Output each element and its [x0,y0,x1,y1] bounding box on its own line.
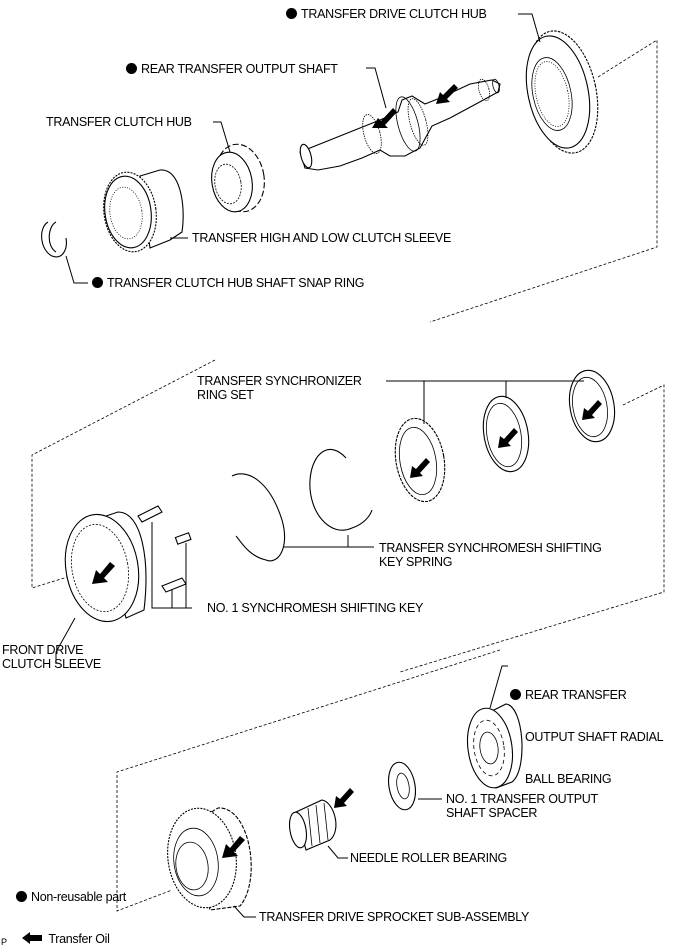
oil-arrow-icon [498,428,518,448]
transfer-clutch-hub-part [211,143,265,213]
label-transfer-clutch-hub: TRANSFER CLUTCH HUB [46,115,192,129]
label-transfer-high-low-clutch-sleeve: TRANSFER HIGH AND LOW CLUTCH SLEEVE [192,231,451,245]
label-no1-synchromesh-shifting-key: NO. 1 SYNCHROMESH SHIFTING KEY [207,601,424,615]
key-spring-2-part [309,448,373,531]
oil-arrow-icon [582,400,602,420]
guide-line-middle-right [399,384,665,673]
front-drive-clutch-sleeve-part [64,511,147,623]
transfer-high-low-clutch-sleeve-part [103,169,184,253]
shifting-key-part [137,505,163,523]
label-transfer-drive-clutch-hub: TRANSFER DRIVE CLUTCH HUB [286,7,487,21]
leader-lines [55,13,584,918]
drive-sprocket-part [167,807,252,911]
non-reusable-icon [510,689,521,700]
key-spring-1-part [231,473,286,562]
oil-arrow-icon [334,788,354,808]
shifting-key-part [174,532,192,545]
oil-arrow-icon [410,458,430,478]
oil-arrow-icon [222,836,245,858]
label-transfer-clutch-hub-shaft-snap-ring: TRANSFER CLUTCH HUB SHAFT SNAP RING [92,276,364,290]
synchronizer-ring-3-part [568,369,616,443]
guide-line-bottom [116,649,501,912]
output-shaft-spacer-part [387,761,417,811]
label-rear-transfer-output-shaft: REAR TRANSFER OUTPUT SHAFT [126,62,338,76]
rear-transfer-output-shaft-part [299,78,501,171]
label-transfer-drive-sprocket-sub-assembly: TRANSFER DRIVE SPROCKET SUB-ASSEMBLY [259,910,530,924]
shifting-key-part [161,577,187,593]
guide-line-middle [31,359,216,589]
needle-roller-bearing-part [288,799,337,851]
left-arrow-icon [22,932,43,944]
filled-circle-icon [16,891,27,902]
snap-ring-part [41,221,67,258]
synchronizer-ring-1-part [394,417,446,503]
radial-ball-bearing-part [466,703,523,789]
transfer-drive-clutch-hub-part [525,30,599,154]
legend-non-reusable: Non-reusable part [16,890,126,904]
label-rear-transfer-output-shaft-radial-ball-bearing: REAR TRANSFER OUTPUT SHAFT RADIAL BALL B… [510,660,664,800]
oil-arrow-icon [92,562,115,584]
guide-line-top [429,39,658,323]
non-reusable-icon [286,8,297,19]
label-needle-roller-bearing: NEEDLE ROLLER BEARING [350,851,507,865]
synchronizer-ring-2-part [482,395,530,473]
non-reusable-icon [92,277,103,288]
corner-mark: P [1,937,7,947]
non-reusable-icon [126,63,137,74]
oil-arrow-icon [372,108,397,128]
legend-transfer-oil: Transfer Oil [16,918,110,946]
oil-arrow-icon [436,84,458,104]
